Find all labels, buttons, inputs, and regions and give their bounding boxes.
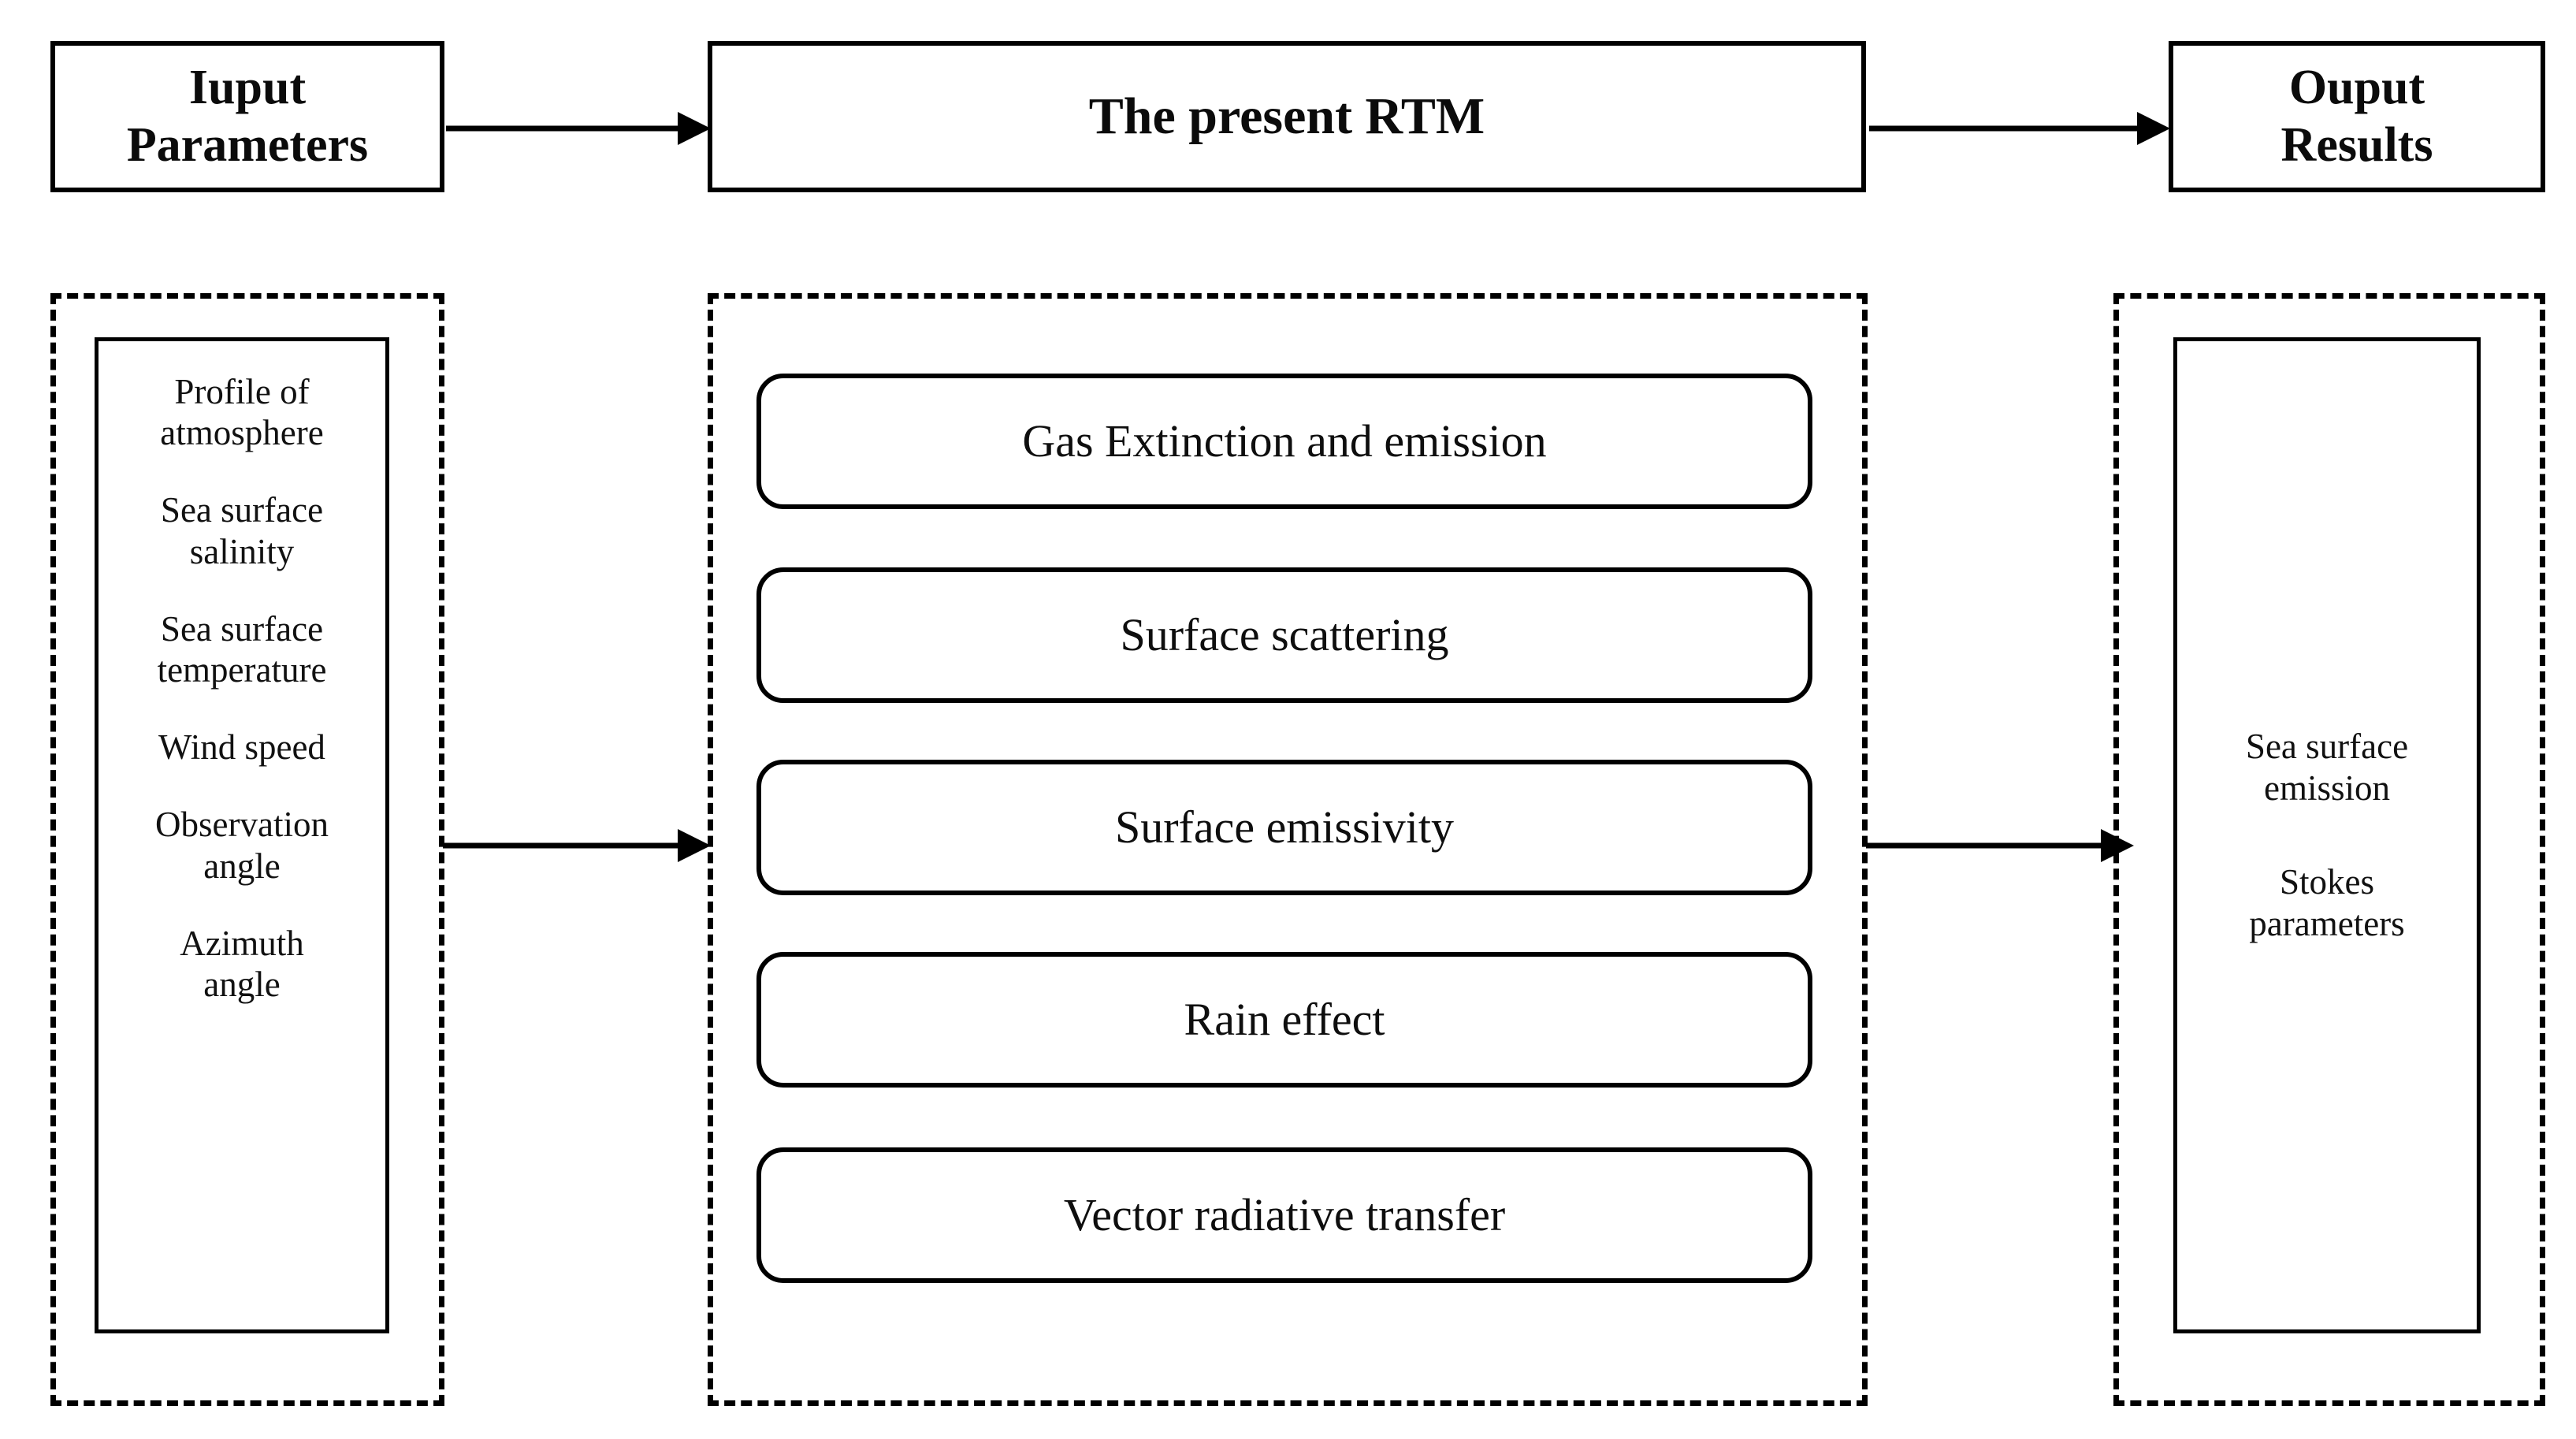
list-item: Profile of atmosphere	[160, 372, 324, 453]
arrow-head-icon	[2137, 112, 2170, 145]
process-label: Surface emissivity	[1114, 801, 1455, 853]
list-item: Sea surface temperature	[157, 608, 327, 690]
input-parameters-list: Profile of atmosphere Sea surface salini…	[95, 337, 389, 1333]
present-rtm-label: The present RTM	[1088, 87, 1485, 146]
process-label: Gas Extinction and emission	[1022, 415, 1547, 467]
output-results-list: Sea surface emission Stokes parameters	[2173, 337, 2481, 1333]
list-item: Sea surface emission	[2245, 726, 2409, 808]
process-box-vector-radiative-transfer: Vector radiative transfer	[756, 1147, 1812, 1283]
arrow-shaft	[1869, 125, 2140, 132]
list-item: Stokes parameters	[2249, 862, 2405, 944]
process-box-rain-effect: Rain effect	[756, 952, 1812, 1088]
input-parameters-box: Iuput Parameters	[50, 41, 444, 192]
arrow-shaft	[446, 125, 682, 132]
output-results-box: Ouput Results	[2169, 41, 2545, 192]
input-parameters-label: Iuput Parameters	[126, 60, 369, 172]
list-item: Observation angle	[155, 805, 329, 886]
arrow-input-to-rtm-middle	[443, 829, 711, 862]
present-rtm-box: The present RTM	[708, 41, 1866, 192]
process-label: Vector radiative transfer	[1063, 1189, 1506, 1240]
process-label: Rain effect	[1184, 994, 1385, 1045]
arrow-shaft	[443, 842, 681, 849]
arrow-shaft	[1866, 842, 2104, 849]
process-label: Surface scattering	[1120, 609, 1449, 660]
list-item: Wind speed	[158, 727, 325, 768]
list-item: Sea surface salinity	[160, 490, 324, 571]
output-results-label: Ouput Results	[2280, 60, 2433, 172]
arrow-input-to-rtm-top	[446, 112, 711, 145]
arrow-rtm-to-output-middle	[1866, 829, 2134, 862]
arrow-head-icon	[678, 829, 711, 862]
process-box-surface-emissivity: Surface emissivity	[756, 760, 1812, 895]
input-parameters-panel	[50, 293, 444, 1406]
arrow-rtm-to-output-top	[1869, 112, 2170, 145]
arrow-head-icon	[678, 112, 711, 145]
list-item: Azimuth angle	[180, 923, 304, 1004]
process-box-surface-scattering: Surface scattering	[756, 567, 1812, 703]
arrow-head-icon	[2101, 829, 2134, 862]
process-box-gas-extinction: Gas Extinction and emission	[756, 374, 1812, 509]
